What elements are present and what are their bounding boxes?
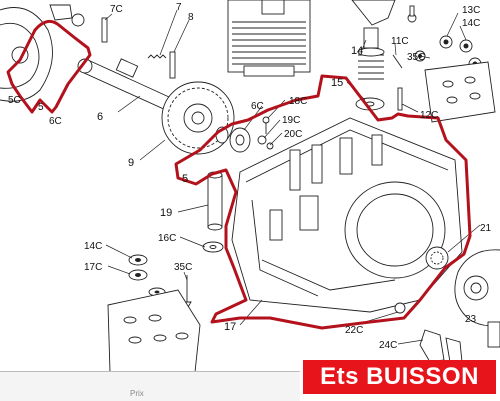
label-6c-left: 6C	[49, 116, 62, 127]
footer-text: Prix	[130, 389, 144, 398]
label-35c-left: 35C	[174, 262, 192, 273]
label-19: 19	[160, 207, 172, 219]
washer-16c	[202, 241, 224, 253]
label-35c-top: 35C	[407, 52, 425, 63]
label-9: 9	[128, 157, 134, 169]
label-22c: 22C	[345, 325, 363, 336]
pin-11c	[392, 54, 403, 69]
label-19c: 19C	[282, 115, 300, 126]
label-5c: 5C	[8, 95, 21, 106]
spring-7	[147, 54, 167, 59]
label-18c: 18C	[289, 96, 307, 107]
label-5-left: 5	[38, 102, 44, 113]
pin-8	[169, 51, 176, 79]
label-11c: 11C	[391, 36, 409, 47]
label-16c: 16C	[158, 233, 176, 244]
label-17: 17	[224, 321, 236, 333]
label-8: 8	[188, 12, 194, 23]
label-14c-top: 14C	[462, 18, 480, 29]
pin-12c	[397, 87, 403, 111]
bottom-strip	[0, 371, 300, 401]
label-14: 14	[351, 45, 363, 57]
label-17c: 17C	[84, 262, 102, 273]
label-12c: 12C	[420, 110, 438, 121]
clip-24c	[419, 329, 463, 363]
spacer-19	[207, 171, 223, 231]
bolt-22c	[394, 302, 406, 314]
label-5-mid: 5	[182, 173, 188, 185]
motor-block	[227, 0, 311, 77]
label-7c: 7C	[110, 4, 123, 15]
pin-7c	[101, 17, 108, 43]
highlight-outlines	[6, 19, 472, 330]
wheel-23	[454, 249, 500, 348]
part-labels: 7C 7 8 13C 14C 14 11C 35C 5C 5 6C 6 15 1…	[8, 2, 492, 351]
label-6: 6	[97, 111, 103, 123]
label-6c-mid: 6C	[251, 101, 264, 112]
label-24c: 24C	[379, 340, 397, 351]
label-14c-left: 14C	[84, 241, 102, 252]
label-13c: 13C	[462, 5, 480, 16]
label-21: 21	[480, 223, 492, 234]
main-housing	[231, 117, 463, 313]
spring-14	[357, 27, 385, 80]
label-20c: 20C	[284, 129, 302, 140]
plate-bottom-left	[107, 289, 201, 373]
label-7: 7	[176, 2, 182, 13]
label-23: 23	[465, 314, 477, 325]
label-15: 15	[331, 77, 343, 89]
bearing-group-13c	[414, 35, 496, 123]
screws-18c-20c	[257, 116, 274, 150]
pinion-21	[425, 246, 449, 270]
bracket-top-right	[351, 0, 417, 26]
watermark-logo: Ets BUISSON	[303, 360, 496, 394]
